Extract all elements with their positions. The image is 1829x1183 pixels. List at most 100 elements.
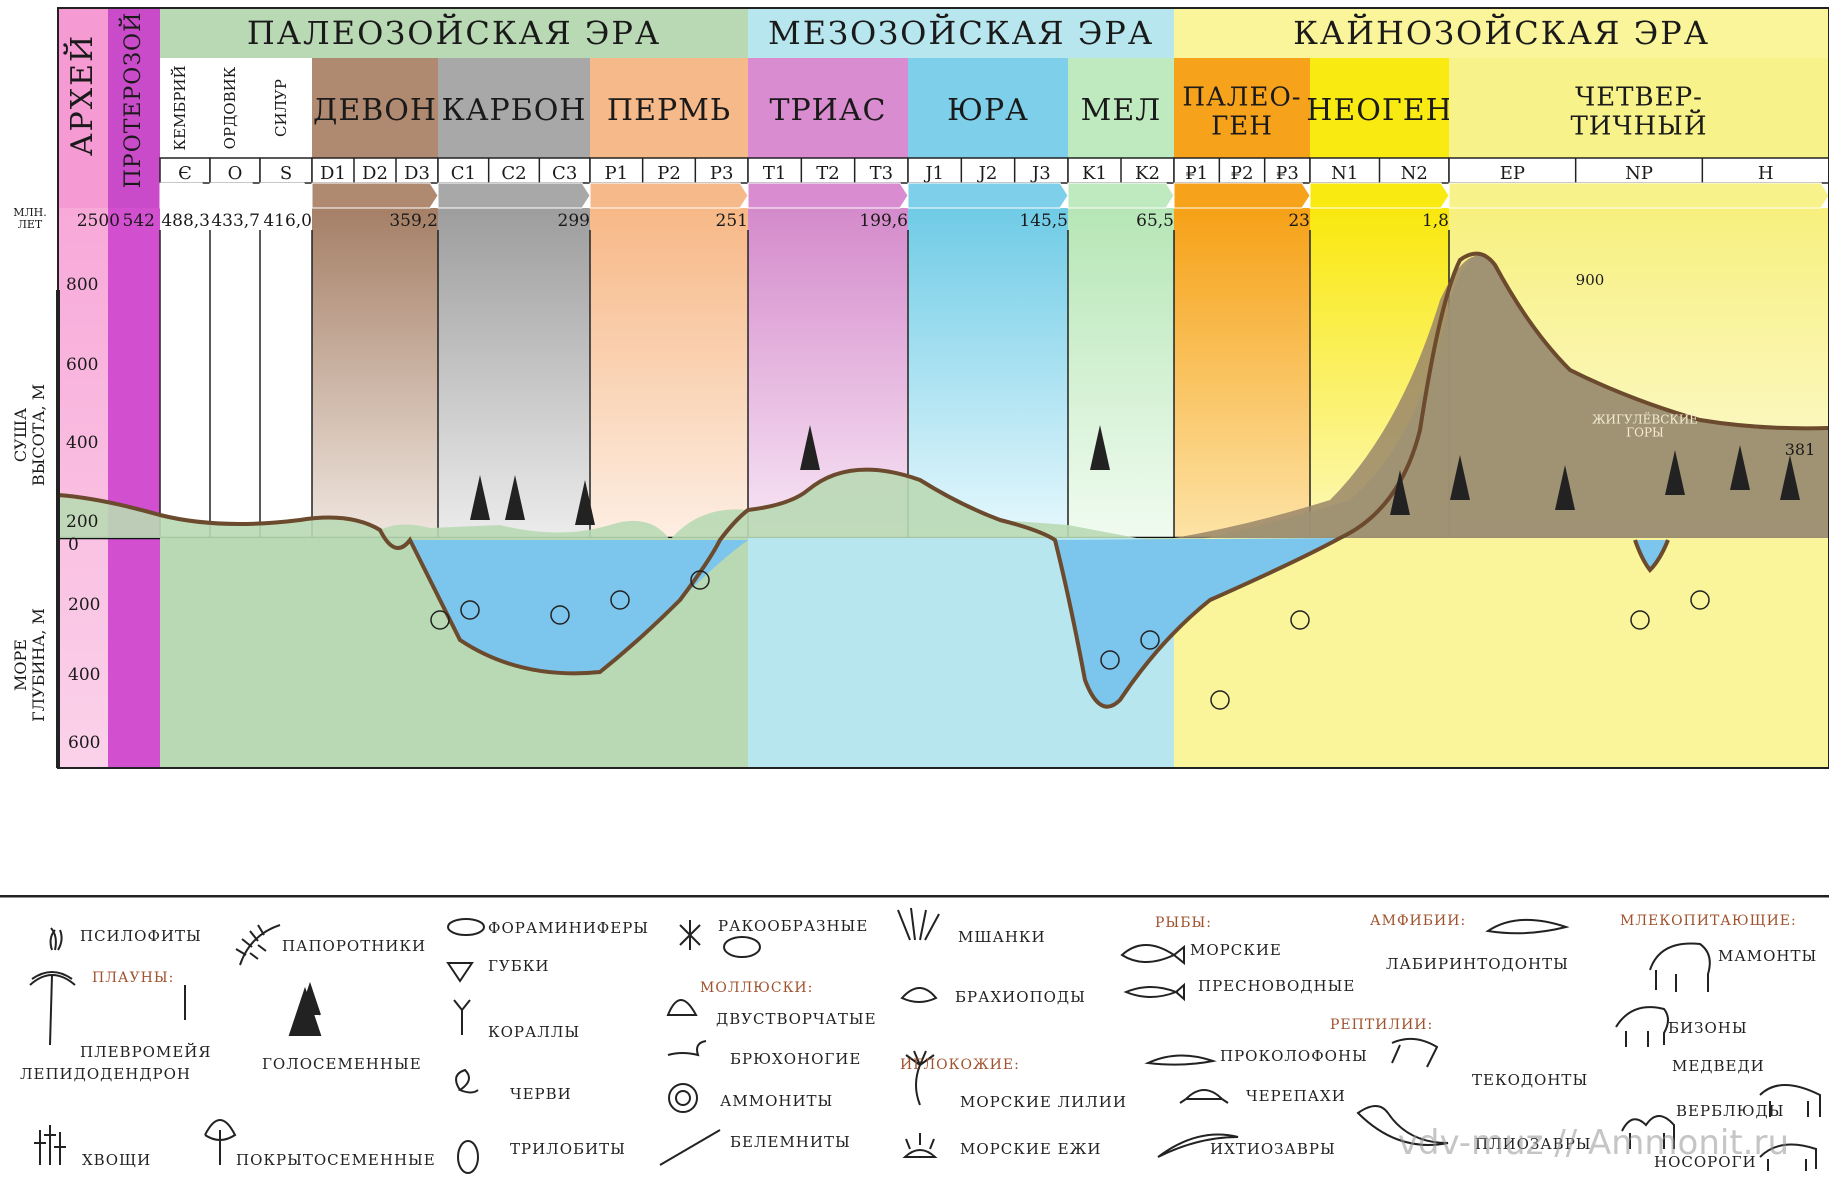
legend-mammoths: МАМОНТЫ	[1718, 947, 1817, 965]
sea-tick: 600	[68, 733, 100, 753]
period-label: КАРБОН	[442, 93, 587, 128]
period-arrow	[260, 183, 312, 208]
legend-crinoids: МОРСКИЕ ЛИЛИИ	[960, 1093, 1127, 1111]
stratigraphic-symbol: T2	[816, 163, 839, 184]
period-label: ЧЕТВЕР-ТИЧНЫЙ	[1570, 83, 1707, 142]
stratigraphic-symbol: ₽3	[1276, 163, 1299, 184]
era-label-mesozoic: МЕЗОЗОЙСКАЯ ЭРА	[768, 13, 1154, 52]
mammoth-icon	[1650, 944, 1710, 992]
stratigraphic-symbol: N1	[1331, 163, 1358, 184]
legend-pleuromeia: ПЛЕВРОМЕЙЯ	[80, 1043, 211, 1061]
legend-bison: БИЗОНЫ	[1668, 1019, 1748, 1037]
period-arrow	[1449, 183, 1829, 208]
boundary-age: 2500	[77, 211, 120, 231]
period-column	[260, 208, 312, 538]
stratigraphic-symbol: P3	[710, 163, 734, 184]
era-label-cenozoic: КАЙНОЗОЙСКАЯ ЭРА	[1293, 13, 1710, 52]
period-arrow	[748, 183, 908, 208]
period-label: КЕМБРИЙ	[170, 65, 189, 150]
stratigraphic-symbol: ₽1	[1185, 163, 1208, 184]
legend-gastropods: БРЮХОНОГИЕ	[730, 1050, 861, 1068]
legend-echinoderms-header: ИГЛОКОЖИЕ:	[900, 1057, 1020, 1073]
period-label: СИЛУР	[272, 79, 290, 137]
boundary-row	[58, 208, 1829, 230]
period-label: ТРИАС	[769, 93, 886, 128]
period-arrow	[1068, 183, 1174, 208]
legend-bryozoa: МШАНКИ	[958, 928, 1046, 946]
stratigraphic-symbol: D1	[320, 163, 346, 184]
legend-crustaceans: РАКООБРАЗНЫЕ	[718, 917, 868, 935]
stratigraphic-symbol: T1	[763, 163, 786, 184]
horsetail-icon	[34, 1125, 66, 1165]
stratigraphic-symbol: J3	[1030, 163, 1051, 184]
land-tick: 600	[66, 355, 98, 375]
stratigraphic-symbol: NP	[1625, 163, 1653, 184]
stratigraphic-symbol: K1	[1082, 163, 1107, 184]
boundary-age: 416,0	[263, 211, 312, 231]
legend-sponges: ГУБКИ	[488, 957, 549, 975]
legend-angiosperms: ПОКРЫТОСЕМЕННЫЕ	[236, 1151, 436, 1169]
turtle-icon	[1180, 1090, 1228, 1103]
stratigraphic-symbol: H	[1758, 163, 1774, 184]
stratigraphic-symbol: O	[228, 163, 243, 184]
period-label: НЕОГЕН	[1306, 93, 1453, 128]
legend-belemnites: БЕЛЕМНИТЫ	[730, 1133, 851, 1151]
stratigraphic-symbol: EP	[1500, 163, 1525, 184]
marine-fish-icon	[1122, 945, 1184, 963]
period-column	[160, 208, 210, 538]
legend-bears: МЕДВЕДИ	[1672, 1057, 1765, 1075]
stratigraphic-symbol: Є	[178, 163, 192, 184]
brachiopod-icon	[902, 988, 936, 1002]
legend-psilophytes: ПСИЛОФИТЫ	[80, 927, 202, 945]
foraminifera-icon	[448, 919, 484, 935]
period-arrow	[210, 183, 260, 208]
period-column	[1174, 208, 1310, 538]
legend-foraminifera: ФОРАМИНИФЕРЫ	[488, 919, 649, 937]
legend-thecodonts: ТЕКОДОНТЫ	[1472, 1071, 1588, 1089]
period-column	[210, 208, 260, 538]
ammonite-icon	[669, 1084, 697, 1112]
period-label: ОРДОВИК	[221, 66, 239, 149]
period-column	[590, 208, 748, 538]
boundary-age: 433,7	[211, 211, 260, 231]
legend-labyrinthodonts: ЛАБИРИНТОДОНТЫ	[1386, 955, 1569, 973]
bivalve-icon	[668, 1000, 696, 1015]
gymnosperm-icon	[290, 985, 320, 1035]
legend-lycopods-header: ПЛАУНЫ:	[92, 970, 174, 986]
period-label: МЕЛ	[1081, 93, 1162, 128]
legend-camels: ВЕРБЛЮДЫ	[1676, 1102, 1784, 1120]
period-arrow	[312, 183, 438, 208]
land-tick: 800	[66, 275, 98, 295]
period-arrow	[908, 183, 1068, 208]
boundary-age: 65,5	[1136, 211, 1174, 231]
legend-brachiopods: БРАХИОПОДЫ	[955, 988, 1086, 1006]
era-label-paleozoic: ПАЛЕОЗОЙСКАЯ ЭРА	[247, 13, 661, 52]
stratigraphic-symbol: K2	[1135, 163, 1160, 184]
period-arrow	[1310, 183, 1449, 208]
legend-ferns: ПАПОРОТНИКИ	[282, 937, 426, 955]
period-label: ДЕВОН	[313, 93, 437, 128]
legend-worms: ЧЕРВИ	[510, 1085, 572, 1103]
legend-turtles: ЧЕРЕПАХИ	[1246, 1087, 1346, 1105]
period-label: ЮРА	[947, 93, 1029, 128]
legend: ПСИЛОФИТЫ ПАПОРОТНИКИ ПЛАУНЫ: ПЛЕВРОМЕЙЯ…	[0, 895, 1829, 1183]
period-label: ПЕРМЬ	[607, 93, 731, 128]
boundary-age: 299	[558, 211, 590, 231]
legend-gymnosperms: ГОЛОСЕМЕННЫЕ	[262, 1055, 422, 1073]
period-arrow	[590, 183, 748, 208]
period-column	[1068, 208, 1174, 538]
trilobite-icon	[458, 1141, 478, 1173]
boundary-age: 1,8	[1422, 211, 1449, 231]
watermark: vdv-muz // Ammonit.ru	[1398, 1123, 1789, 1163]
bryozoa-icon	[898, 908, 939, 940]
stratigraphic-symbol: P2	[657, 163, 681, 184]
stratigraphic-symbol: D3	[404, 163, 430, 184]
procolophon-icon	[1148, 1055, 1213, 1064]
period-arrow	[160, 183, 210, 208]
legend-corals: КОРАЛЛЫ	[488, 1023, 580, 1041]
boundary-age: 488,3	[161, 211, 210, 231]
legend-molluscs-header: МОЛЛЮСКИ:	[700, 980, 813, 996]
period-arrow	[1174, 183, 1310, 208]
legend-trilobites: ТРИЛОБИТЫ	[510, 1140, 626, 1158]
